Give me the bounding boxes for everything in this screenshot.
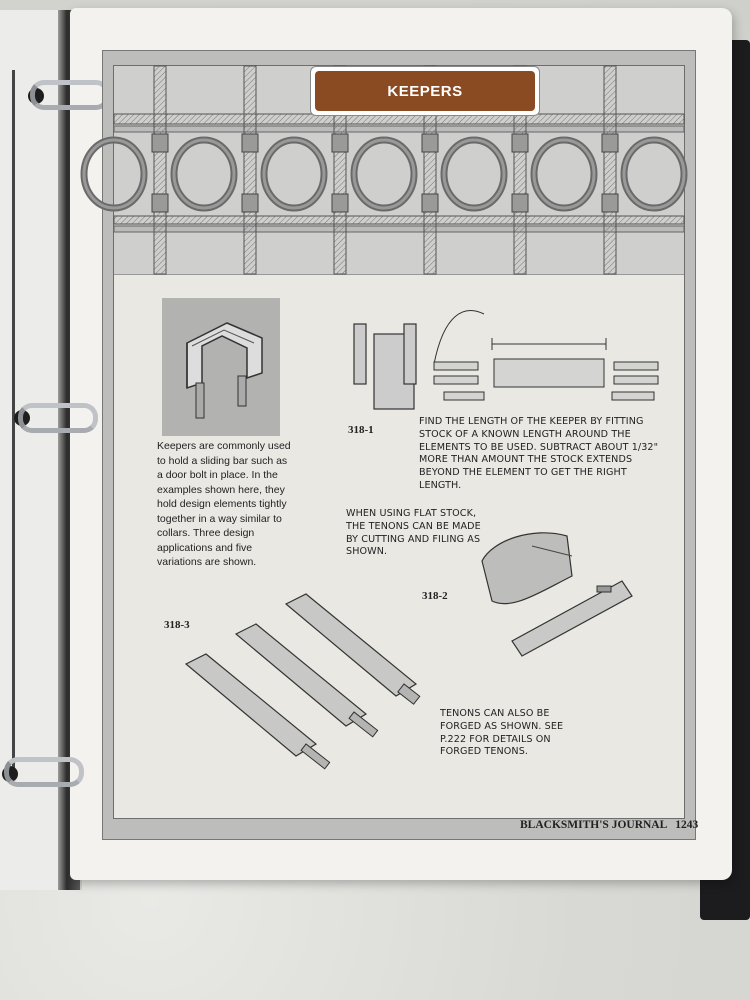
keeper-illustration xyxy=(162,298,280,436)
binder-ring-top xyxy=(30,80,110,110)
page-number: 1243 xyxy=(675,819,699,831)
page-frame: Keepers are commonly used to hold a slid… xyxy=(80,50,696,840)
binder-ring-bottom xyxy=(4,757,84,787)
page-title: KEEPERS xyxy=(315,71,535,111)
figure-318-3-drawing xyxy=(184,593,421,770)
intro-caption: Keepers are commonly used to hold a slid… xyxy=(157,440,291,568)
railing-drawing xyxy=(80,65,688,275)
journal-name: BLACKSMITH'S JOURNAL xyxy=(520,819,668,831)
page-footer: BLACKSMITH'S JOURNAL 1243 xyxy=(520,819,698,831)
figure-318-3-label: 318-3 xyxy=(164,619,190,631)
figure-318-2-drawing xyxy=(481,532,633,657)
figure-318-2-note: WHEN USING FLAT STOCK, THE TENONS CAN BE… xyxy=(346,508,481,558)
binder-ring-middle xyxy=(18,403,98,433)
figure-318-1-drawing xyxy=(353,310,659,410)
keeper-drawing xyxy=(186,322,263,419)
figure-318-3-note: TENONS CAN ALSO BE FORGED AS SHOWN. SEE … xyxy=(440,708,564,758)
figure-318-1-label: 318-1 xyxy=(348,424,374,436)
title-banner: KEEPERS xyxy=(310,66,540,116)
figure-318-1-note: FIND THE LENGTH OF THE KEEPER BY FITTING… xyxy=(419,416,659,491)
content-panel: Keepers are commonly used to hold a slid… xyxy=(80,65,688,819)
figure-318-2-label: 318-2 xyxy=(422,590,448,602)
